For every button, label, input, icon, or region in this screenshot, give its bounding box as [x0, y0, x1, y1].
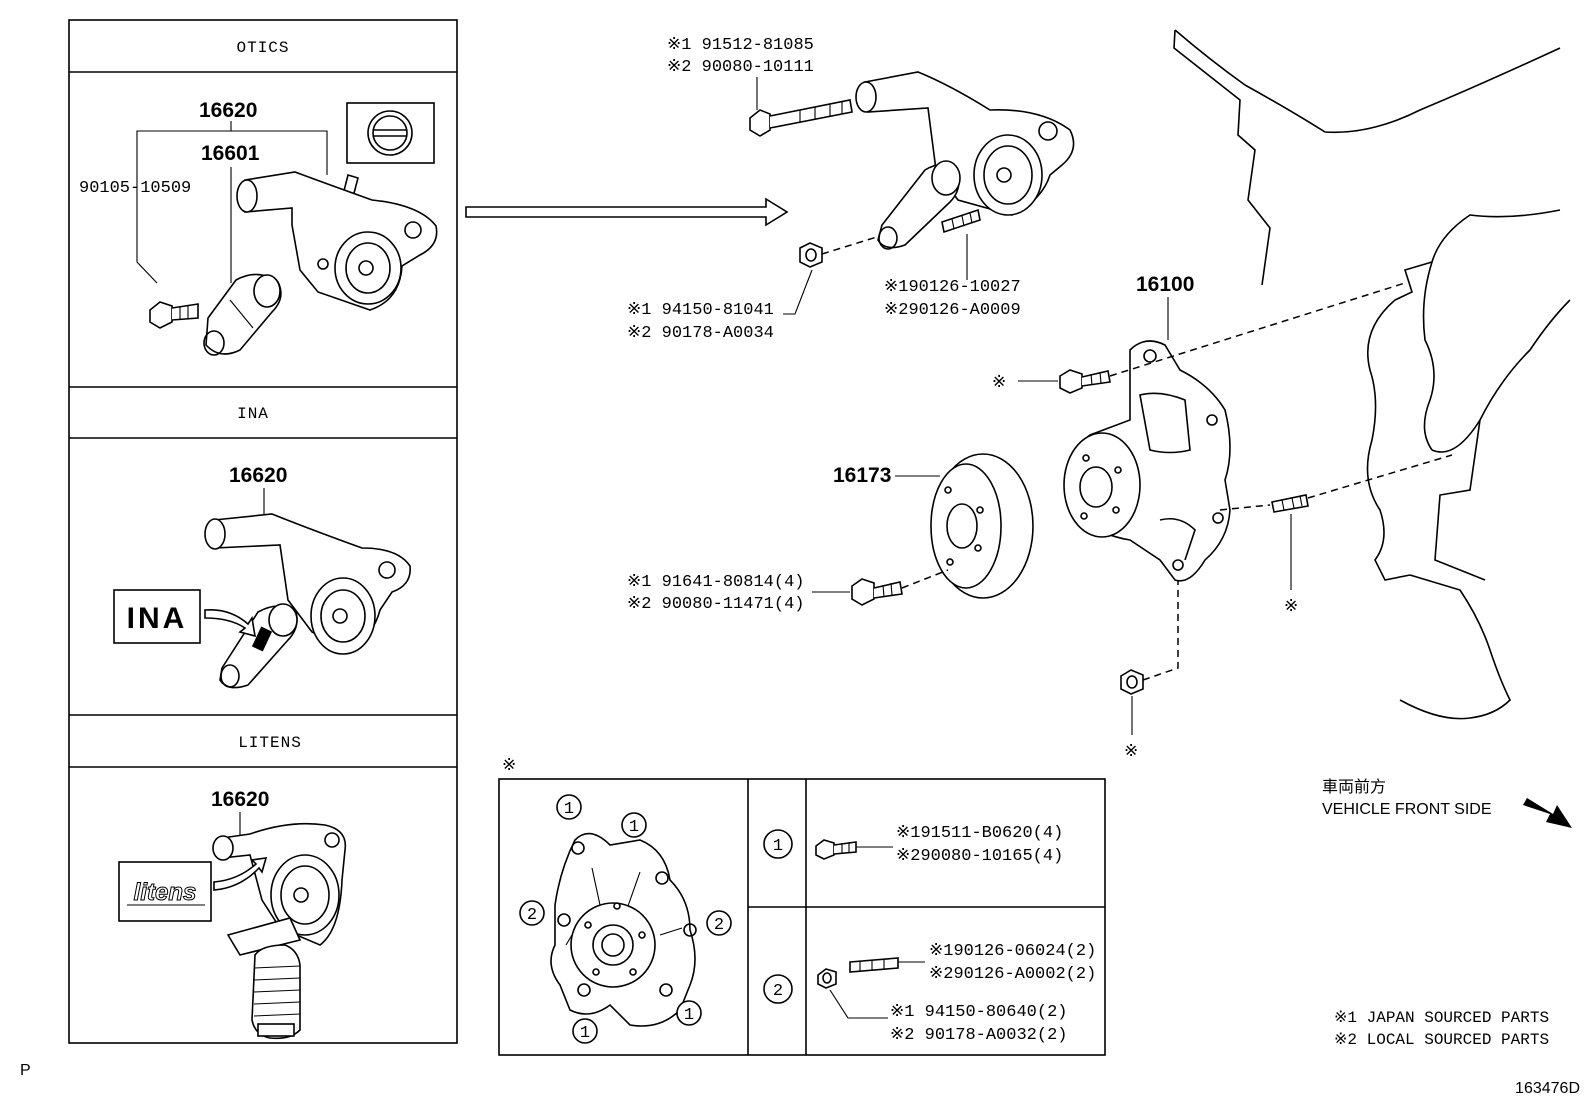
- bolt-top-label-1: ※1 91512-81085: [667, 36, 814, 55]
- legend-row2-num: 2: [773, 982, 783, 1001]
- legend-row2-label-1: ※190126-06024(2): [929, 942, 1096, 961]
- pump-bolt-mark: ※: [992, 374, 1006, 393]
- footer-left: P: [20, 1062, 31, 1079]
- main-tensioner-drawing: ※1 91512-81085 ※2 90080-10111 ※190126-10…: [627, 36, 1075, 343]
- legend-table: ※ 1 1 2 2 1 1: [498, 757, 1106, 1056]
- front-arrow-icon: [1523, 798, 1572, 828]
- pump-part-16100: 16100: [1136, 273, 1194, 296]
- pulley-bolt-label-1: ※1 91641-80814(4): [627, 573, 804, 592]
- nut-left-label-2: ※2 90178-A0034: [627, 324, 774, 343]
- stud-top-label-1: ※190126-10027: [884, 278, 1021, 297]
- pump-nut-mark: ※: [1124, 743, 1138, 762]
- callout-1a: 1: [564, 800, 574, 819]
- ina-tensioner-drawing: 16620 INA: [113, 464, 411, 689]
- stud-top-label-2: ※290126-A0009: [884, 301, 1021, 320]
- legend-row2-label-2: ※290126-A0002(2): [929, 965, 1096, 984]
- nut-left-label-1: ※1 94150-81041: [627, 301, 774, 320]
- sourcing-notes: ※1 JAPAN SOURCED PARTS ※2 LOCAL SOURCED …: [1334, 1009, 1549, 1049]
- legend-row1-num: 1: [773, 837, 783, 856]
- otics-part-90105: 90105-10509: [79, 179, 191, 198]
- otics-title: OTICS: [236, 39, 289, 57]
- legend-row1-label-2: ※290080-10165(4): [896, 847, 1063, 866]
- callout-1b: 1: [629, 818, 639, 837]
- callout-1d: 1: [684, 1006, 694, 1025]
- right-arrow-icon: [465, 197, 789, 227]
- legend-mark: ※: [502, 757, 516, 776]
- direction-indicator: 車両前方 VEHICLE FRONT SIDE: [1322, 778, 1572, 828]
- direction-en: VEHICLE FRONT SIDE: [1322, 801, 1492, 818]
- note-japan: ※1 JAPAN SOURCED PARTS: [1334, 1009, 1549, 1027]
- variant-panels: OTICS INA LITENS: [68, 19, 458, 1044]
- legend-row2-label-4: ※2 90178-A0032(2): [890, 1026, 1067, 1045]
- engine-block-outline: [1173, 29, 1571, 720]
- callout-2a: 2: [527, 906, 537, 925]
- otics-part-16620: 16620: [199, 99, 257, 122]
- water-pump-drawing: 16100 16173 ※1 91641-80814(4) ※2: [627, 273, 1453, 762]
- litens-title: LITENS: [238, 734, 302, 752]
- bolt-top-label-2: ※2 90080-10111: [667, 58, 814, 77]
- legend-row2-label-3: ※1 94150-80640(2): [890, 1003, 1067, 1022]
- litens-tensioner-drawing: 16620 litens: [118, 788, 347, 1040]
- note-local: ※2 LOCAL SOURCED PARTS: [1334, 1031, 1549, 1049]
- litens-brand-tag: litens: [134, 879, 197, 906]
- pulley-part-16173: 16173: [833, 464, 891, 487]
- direction-jp: 車両前方: [1322, 778, 1386, 797]
- ina-title: INA: [237, 405, 269, 423]
- ina-part-16620: 16620: [229, 464, 287, 487]
- otics-tensioner-drawing: 16620 16601 90105-10509: [79, 99, 438, 356]
- legend-row1-label-1: ※191511-B0620(4): [896, 824, 1063, 843]
- pulley-bolt-label-2: ※2 90080-11471(4): [627, 595, 804, 614]
- callout-2b: 2: [714, 916, 724, 935]
- pump-stud-mark: ※: [1284, 598, 1298, 617]
- callout-1c: 1: [580, 1024, 590, 1043]
- ina-brand-tag: INA: [127, 602, 188, 635]
- otics-part-16601: 16601: [201, 142, 260, 165]
- litens-part-16620: 16620: [211, 788, 269, 811]
- figure-id: 163476D: [1515, 1080, 1580, 1097]
